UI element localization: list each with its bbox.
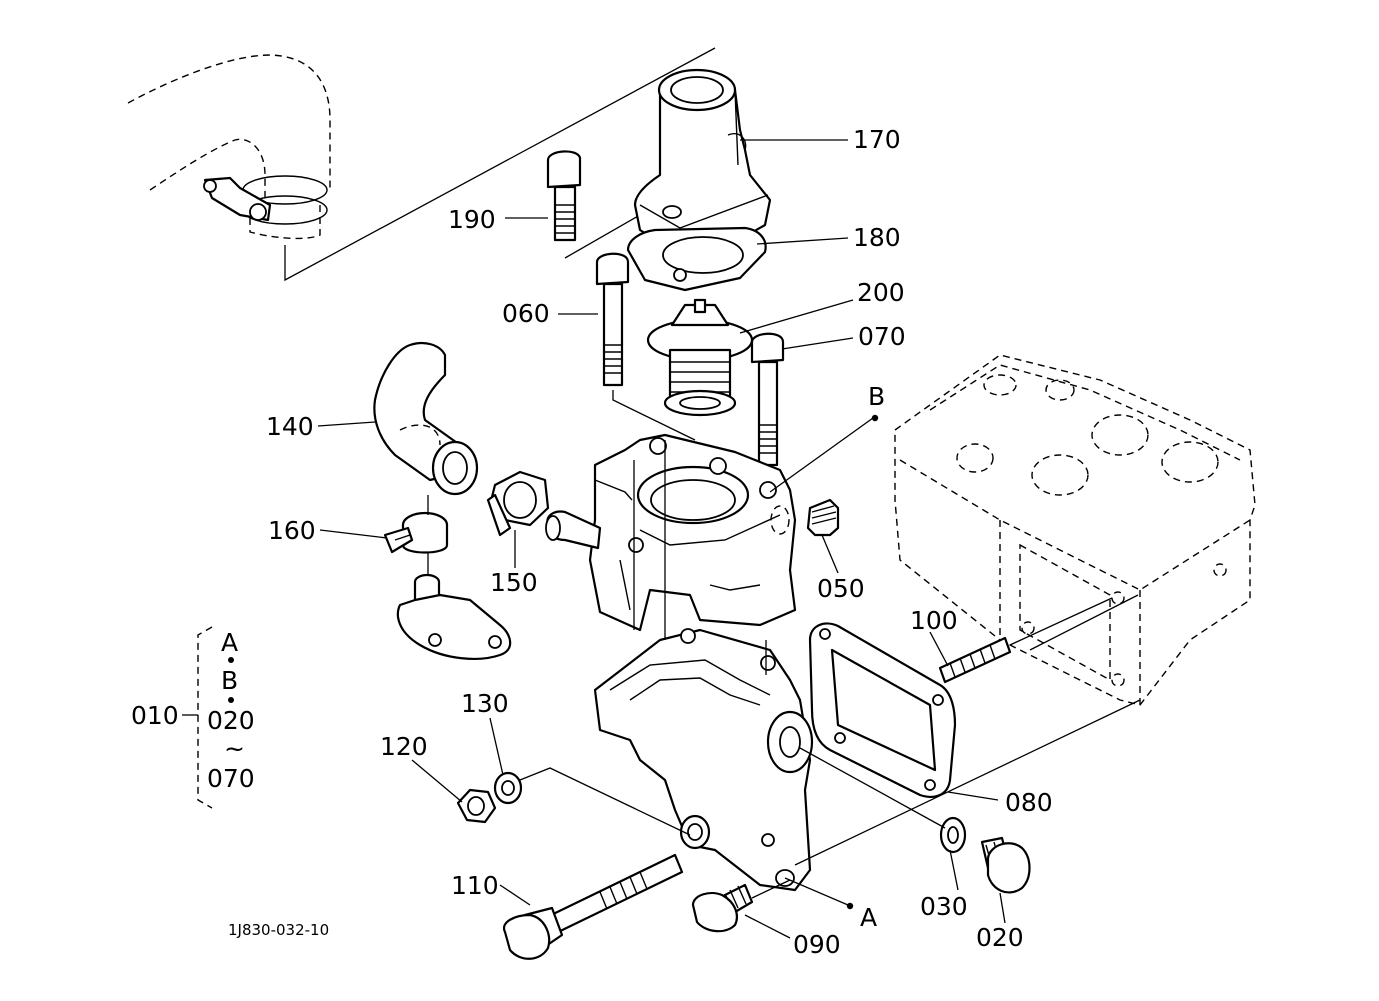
bypass-hose xyxy=(373,341,479,496)
callout-150: 150 xyxy=(490,568,538,597)
water-pump-flange xyxy=(593,628,814,892)
outlet-link-line xyxy=(564,214,641,259)
group-tilde: ~ xyxy=(224,734,245,763)
hose-clamp-150 xyxy=(486,470,550,537)
callout-170: 170 xyxy=(853,125,901,154)
assembly-group-bracket xyxy=(182,626,234,809)
callout-050: 050 xyxy=(817,574,865,603)
flange-gasket-080 xyxy=(808,622,957,798)
ref-a: A xyxy=(860,903,877,932)
plug-020 xyxy=(980,836,1031,894)
nut-120 xyxy=(456,788,497,824)
drawing-code: 1J830-032-10 xyxy=(228,921,329,939)
group-line-020: 020 xyxy=(207,706,255,735)
callout-180: 180 xyxy=(853,223,901,252)
stud-link-line xyxy=(1009,597,1113,646)
stud-100 xyxy=(938,636,1012,684)
callout-020: 020 xyxy=(976,923,1024,952)
callout-010: 010 xyxy=(131,701,179,730)
hose-clamp-160 xyxy=(383,511,449,554)
callout-190: 190 xyxy=(448,205,496,234)
callout-120: 120 xyxy=(380,732,428,761)
bypass-pipe-flange xyxy=(396,573,512,660)
group-line-070: 070 xyxy=(207,764,255,793)
cylinder-head xyxy=(894,354,1256,706)
washer-130 xyxy=(493,771,523,805)
plug-020-link-line xyxy=(799,747,946,829)
nut-link-line xyxy=(519,767,691,836)
callout-100: 100 xyxy=(910,606,958,635)
thermostat-cover xyxy=(633,68,772,257)
group-line-b: B xyxy=(221,666,238,695)
callout-110: 110 xyxy=(451,871,499,900)
ref-b: B xyxy=(868,382,885,411)
hose-link-line xyxy=(284,47,716,282)
callout-090: 090 xyxy=(793,930,841,959)
radiator-hose xyxy=(127,54,331,240)
thermostat-gasket xyxy=(626,226,767,292)
head-link-line xyxy=(794,594,1141,866)
thermostat xyxy=(646,298,754,417)
thermostat-housing xyxy=(545,433,797,632)
callout-060: 060 xyxy=(502,299,550,328)
callout-200: 200 xyxy=(857,278,905,307)
callout-140: 140 xyxy=(266,412,314,441)
callout-080: 080 xyxy=(1005,788,1053,817)
plug-050 xyxy=(806,498,840,537)
bolt-190 xyxy=(546,150,582,242)
bolt-110 xyxy=(502,853,684,960)
gasket-030 xyxy=(939,816,967,854)
bolt-070 xyxy=(750,332,785,467)
plug-link-line xyxy=(751,879,791,899)
callout-leaders xyxy=(317,139,1006,939)
callout-070: 070 xyxy=(858,322,906,351)
group-line-a: A xyxy=(221,628,238,657)
bolt-060 xyxy=(595,252,630,387)
callout-160: 160 xyxy=(268,516,316,545)
callout-130: 130 xyxy=(461,689,509,718)
callout-030: 030 xyxy=(920,892,968,921)
plug-090 xyxy=(691,883,754,933)
